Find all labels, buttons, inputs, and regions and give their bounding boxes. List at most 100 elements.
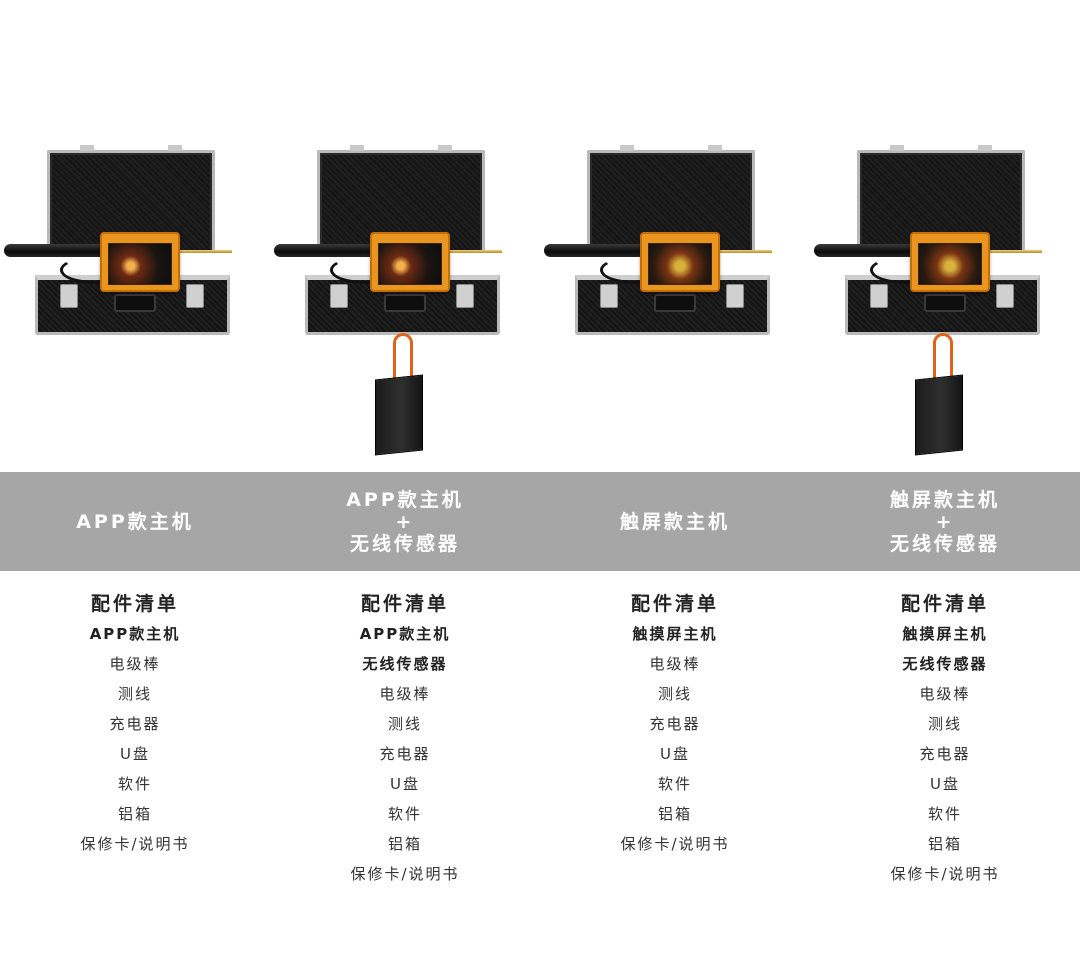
sensor-box <box>375 374 423 456</box>
hinge-icon <box>890 145 904 151</box>
clasp-icon <box>600 284 618 308</box>
heading-line: APP款主机 <box>346 488 464 511</box>
list-item: 无线传感器 <box>902 655 988 673</box>
list-item: APP款主机 <box>89 625 181 643</box>
list-item: 铝箱 <box>657 805 692 823</box>
list-item: 充电器 <box>649 715 701 733</box>
hinge-icon <box>620 145 634 151</box>
header-band <box>0 472 1080 571</box>
host-device <box>910 232 990 292</box>
case-handle <box>924 294 966 312</box>
device-screen <box>378 243 442 285</box>
list-item: 铝箱 <box>117 805 152 823</box>
package-heading: 触屏款主机 + 无线传感器 <box>810 472 1080 571</box>
list-title: 配件清单 <box>360 593 449 615</box>
clasp-icon <box>870 284 888 308</box>
package-column-app: APP款主机 配件清单 APP款主机 电级棒 测线 充电器 U盘 软件 铝箱 保… <box>0 0 270 966</box>
list-item: 保修卡/说明书 <box>620 835 730 853</box>
list-item: U盘 <box>390 775 420 793</box>
list-item: 电级棒 <box>379 685 431 703</box>
clasp-icon <box>456 284 474 308</box>
host-device <box>370 232 450 292</box>
list-item: 充电器 <box>379 745 431 763</box>
list-item: 保修卡/说明书 <box>890 865 1000 883</box>
accessory-list: 配件清单 APP款主机 电级棒 测线 充电器 U盘 软件 铝箱 保修卡/说明书 <box>0 589 270 859</box>
heading-line: + <box>395 510 415 533</box>
heading-line: APP款主机 <box>76 510 194 533</box>
sensor-wire <box>933 333 953 382</box>
list-item: 电级棒 <box>919 685 971 703</box>
gold-probe <box>716 250 772 253</box>
product-image <box>270 140 540 460</box>
hinge-icon <box>708 145 722 151</box>
clasp-icon <box>60 284 78 308</box>
list-item: 充电器 <box>109 715 161 733</box>
list-item: U盘 <box>930 775 960 793</box>
product-image <box>0 140 270 460</box>
case-handle <box>384 294 426 312</box>
package-heading: APP款主机 + 无线传感器 <box>270 472 540 571</box>
list-item: 软件 <box>387 805 422 823</box>
accessory-list: 配件清单 APP款主机 无线传感器 电级棒 测线 充电器 U盘 软件 铝箱 保修… <box>270 589 540 889</box>
package-column-app-sensor: APP款主机 + 无线传感器 配件清单 APP款主机 无线传感器 电级棒 测线 … <box>270 0 540 966</box>
hinge-icon <box>978 145 992 151</box>
list-item: 铝箱 <box>927 835 962 853</box>
gold-probe <box>986 250 1042 253</box>
product-image <box>810 140 1080 460</box>
case-handle <box>114 294 156 312</box>
clasp-icon <box>996 284 1014 308</box>
hinge-icon <box>350 145 364 151</box>
list-item: U盘 <box>660 745 690 763</box>
heading-line: 触屏款主机 <box>889 488 1000 511</box>
list-item: U盘 <box>120 745 150 763</box>
wireless-sensor <box>915 333 965 456</box>
list-item: 触摸屏主机 <box>632 625 718 643</box>
heading-line: 触屏款主机 <box>619 510 730 533</box>
wireless-sensor <box>375 333 425 456</box>
list-item: 测线 <box>117 685 152 703</box>
package-column-touch: 触屏款主机 配件清单 触摸屏主机 电级棒 测线 充电器 U盘 软件 铝箱 保修卡… <box>540 0 810 966</box>
list-item: 软件 <box>657 775 692 793</box>
list-item: 软件 <box>117 775 152 793</box>
device-screen <box>918 243 982 285</box>
host-device <box>640 232 720 292</box>
heading-line: 无线传感器 <box>349 532 460 555</box>
list-title: 配件清单 <box>630 593 719 615</box>
device-screen <box>108 243 172 285</box>
gold-probe <box>446 250 502 253</box>
clasp-icon <box>330 284 348 308</box>
clasp-icon <box>186 284 204 308</box>
package-heading: 触屏款主机 <box>540 472 810 571</box>
list-item: 软件 <box>927 805 962 823</box>
list-item: 电级棒 <box>649 655 701 673</box>
list-item: 无线传感器 <box>362 655 448 673</box>
clasp-icon <box>726 284 744 308</box>
package-column-touch-sensor: 触屏款主机 + 无线传感器 配件清单 触摸屏主机 无线传感器 电级棒 测线 充电… <box>810 0 1080 966</box>
gold-probe <box>176 250 232 253</box>
list-item: 铝箱 <box>387 835 422 853</box>
list-item: 保修卡/说明书 <box>80 835 190 853</box>
package-heading: APP款主机 <box>0 472 270 571</box>
host-device <box>100 232 180 292</box>
list-item: 保修卡/说明书 <box>350 865 460 883</box>
list-item: 测线 <box>387 715 422 733</box>
case-handle <box>654 294 696 312</box>
product-image <box>540 140 810 460</box>
hinge-icon <box>168 145 182 151</box>
list-item: 测线 <box>927 715 962 733</box>
sensor-box <box>915 374 963 456</box>
accessory-list: 配件清单 触摸屏主机 无线传感器 电级棒 测线 充电器 U盘 软件 铝箱 保修卡… <box>810 589 1080 889</box>
sensor-wire <box>393 333 413 382</box>
accessory-list: 配件清单 触摸屏主机 电级棒 测线 充电器 U盘 软件 铝箱 保修卡/说明书 <box>540 589 810 859</box>
heading-line: 无线传感器 <box>889 532 1000 555</box>
list-title: 配件清单 <box>90 593 179 615</box>
list-item: 触摸屏主机 <box>902 625 988 643</box>
list-item: 充电器 <box>919 745 971 763</box>
list-item: APP款主机 <box>359 625 451 643</box>
hinge-icon <box>80 145 94 151</box>
list-title: 配件清单 <box>900 593 989 615</box>
device-screen <box>648 243 712 285</box>
list-item: 测线 <box>657 685 692 703</box>
hinge-icon <box>438 145 452 151</box>
list-item: 电级棒 <box>109 655 161 673</box>
